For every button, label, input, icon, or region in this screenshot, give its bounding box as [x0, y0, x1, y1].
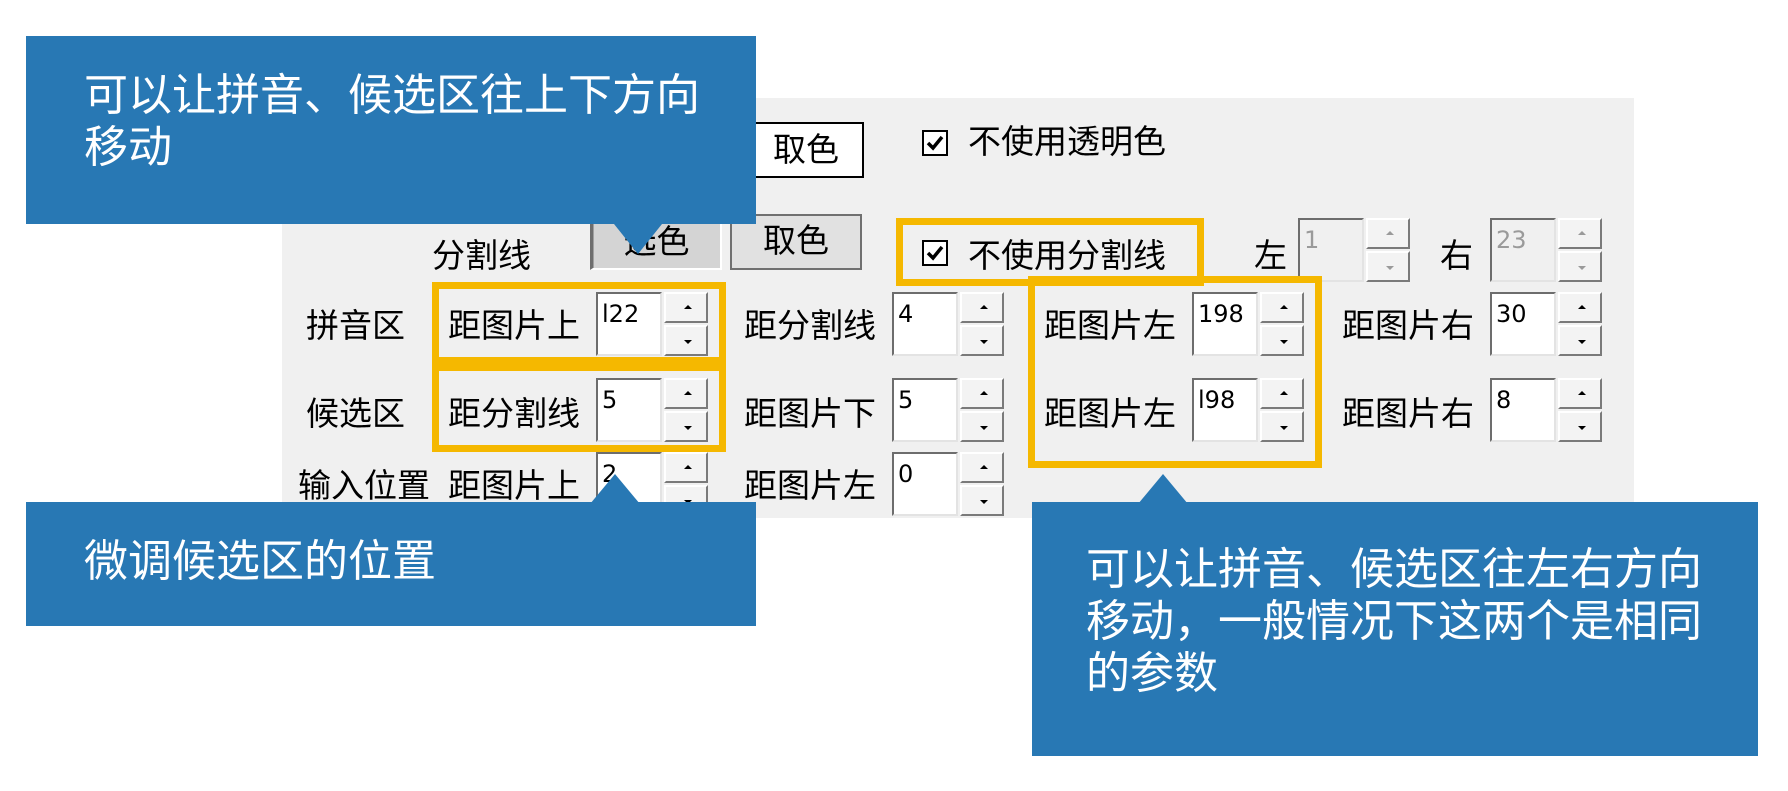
- left-input[interactable]: 1: [1298, 218, 1364, 282]
- pinyin-left-spinner[interactable]: [1260, 292, 1304, 356]
- spin-up-button[interactable]: [1260, 292, 1304, 323]
- candidate-divider-input[interactable]: 5: [596, 378, 662, 442]
- spin-up-button[interactable]: [1366, 218, 1410, 249]
- pinyin-divider-label: 距分割线: [744, 306, 876, 345]
- spin-up-button[interactable]: [1558, 292, 1602, 323]
- spin-up-button[interactable]: [960, 292, 1004, 323]
- spin-up-button[interactable]: [960, 378, 1004, 409]
- callout-horizontal-move-pointer: [1138, 474, 1188, 504]
- pinyin-top-label: 距图片上: [448, 306, 580, 345]
- pinyin-row-label: 拼音区: [306, 306, 405, 345]
- divider-label: 分割线: [432, 236, 531, 275]
- spin-down-button[interactable]: [1260, 411, 1304, 442]
- left-label: 左: [1254, 236, 1287, 275]
- get-color-button[interactable]: 取色: [748, 122, 864, 178]
- pinyin-divider-input[interactable]: 4: [892, 292, 958, 356]
- check-icon: [926, 245, 944, 261]
- callout-fine-tune: 微调候选区的位置: [26, 502, 756, 626]
- left-spinner[interactable]: [1366, 218, 1410, 282]
- spin-down-button[interactable]: [664, 325, 708, 356]
- highlight-candidate-divider: [432, 364, 726, 452]
- candidate-bottom-input[interactable]: 5: [892, 378, 958, 442]
- candidate-bottom-spinner[interactable]: [960, 378, 1004, 442]
- input-pos-left-label: 距图片左: [744, 466, 876, 505]
- check-icon: [926, 135, 944, 151]
- callout-fine-tune-pointer: [590, 474, 640, 504]
- callout-vertical-move-text: 可以让拼音、候选区往上下方向移动: [84, 70, 700, 173]
- highlight-left-offsets: [1028, 276, 1322, 468]
- highlight-pinyin-top: [432, 282, 726, 364]
- pinyin-top-spinner[interactable]: [664, 292, 708, 356]
- candidate-left-spinner[interactable]: [1260, 378, 1304, 442]
- spin-down-button[interactable]: [1558, 251, 1602, 282]
- spin-down-button[interactable]: [1558, 411, 1602, 442]
- pinyin-right-spinner[interactable]: [1558, 292, 1602, 356]
- callout-vertical-move: 可以让拼音、候选区往上下方向移动: [26, 36, 756, 224]
- pinyin-left-label: 距图片左: [1044, 306, 1176, 345]
- spin-up-button[interactable]: [1260, 378, 1304, 409]
- no-divider-label: 不使用分割线: [968, 236, 1166, 275]
- spin-down-button[interactable]: [960, 325, 1004, 356]
- right-input[interactable]: 23: [1490, 218, 1556, 282]
- input-pos-left-spinner[interactable]: [960, 452, 1004, 516]
- candidate-right-label: 距图片右: [1342, 394, 1474, 433]
- pinyin-divider-spinner[interactable]: [960, 292, 1004, 356]
- spin-up-button[interactable]: [1558, 218, 1602, 249]
- spin-down-button[interactable]: [1260, 325, 1304, 356]
- candidate-left-input[interactable]: l98: [1192, 378, 1258, 442]
- spin-up-button[interactable]: [664, 292, 708, 323]
- callout-horizontal-move: 可以让拼音、候选区往左右方向移动，一般情况下这两个是相同的参数: [1032, 502, 1758, 756]
- spin-up-button[interactable]: [664, 378, 708, 409]
- spin-down-button[interactable]: [960, 411, 1004, 442]
- candidate-right-spinner[interactable]: [1558, 378, 1602, 442]
- right-label: 右: [1440, 236, 1473, 275]
- candidate-row-label: 候选区: [306, 394, 405, 433]
- callout-fine-tune-text: 微调候选区的位置: [84, 536, 436, 587]
- no-transparent-checkbox[interactable]: [922, 130, 948, 156]
- callout-vertical-move-pointer: [614, 224, 662, 254]
- spin-down-button[interactable]: [960, 485, 1004, 516]
- pinyin-left-input[interactable]: 198: [1192, 292, 1258, 356]
- callout-horizontal-move-text: 可以让拼音、候选区往左右方向移动，一般情况下这两个是相同的参数: [1086, 544, 1702, 699]
- spin-up-button[interactable]: [664, 452, 708, 483]
- candidate-divider-label: 距分割线: [448, 394, 580, 433]
- pinyin-right-label: 距图片右: [1342, 306, 1474, 345]
- input-pos-top-label: 距图片上: [448, 466, 580, 505]
- candidate-right-input[interactable]: 8: [1490, 378, 1556, 442]
- spin-down-button[interactable]: [1558, 325, 1602, 356]
- input-pos-left-input[interactable]: 0: [892, 452, 958, 516]
- pinyin-top-input[interactable]: l22: [596, 292, 662, 356]
- spin-down-button[interactable]: [664, 411, 708, 442]
- input-pos-row-label: 输入位置: [298, 466, 430, 505]
- get-color-button-2[interactable]: 取色: [730, 214, 862, 270]
- pinyin-right-input[interactable]: 30: [1490, 292, 1556, 356]
- no-transparent-label: 不使用透明色: [968, 122, 1166, 161]
- candidate-left-label: 距图片左: [1044, 394, 1176, 433]
- candidate-bottom-label: 距图片下: [744, 394, 876, 433]
- right-spinner[interactable]: [1558, 218, 1602, 282]
- spin-up-button[interactable]: [1558, 378, 1602, 409]
- candidate-divider-spinner[interactable]: [664, 378, 708, 442]
- spin-up-button[interactable]: [960, 452, 1004, 483]
- no-divider-checkbox[interactable]: [922, 240, 948, 266]
- spin-down-button[interactable]: [1366, 251, 1410, 282]
